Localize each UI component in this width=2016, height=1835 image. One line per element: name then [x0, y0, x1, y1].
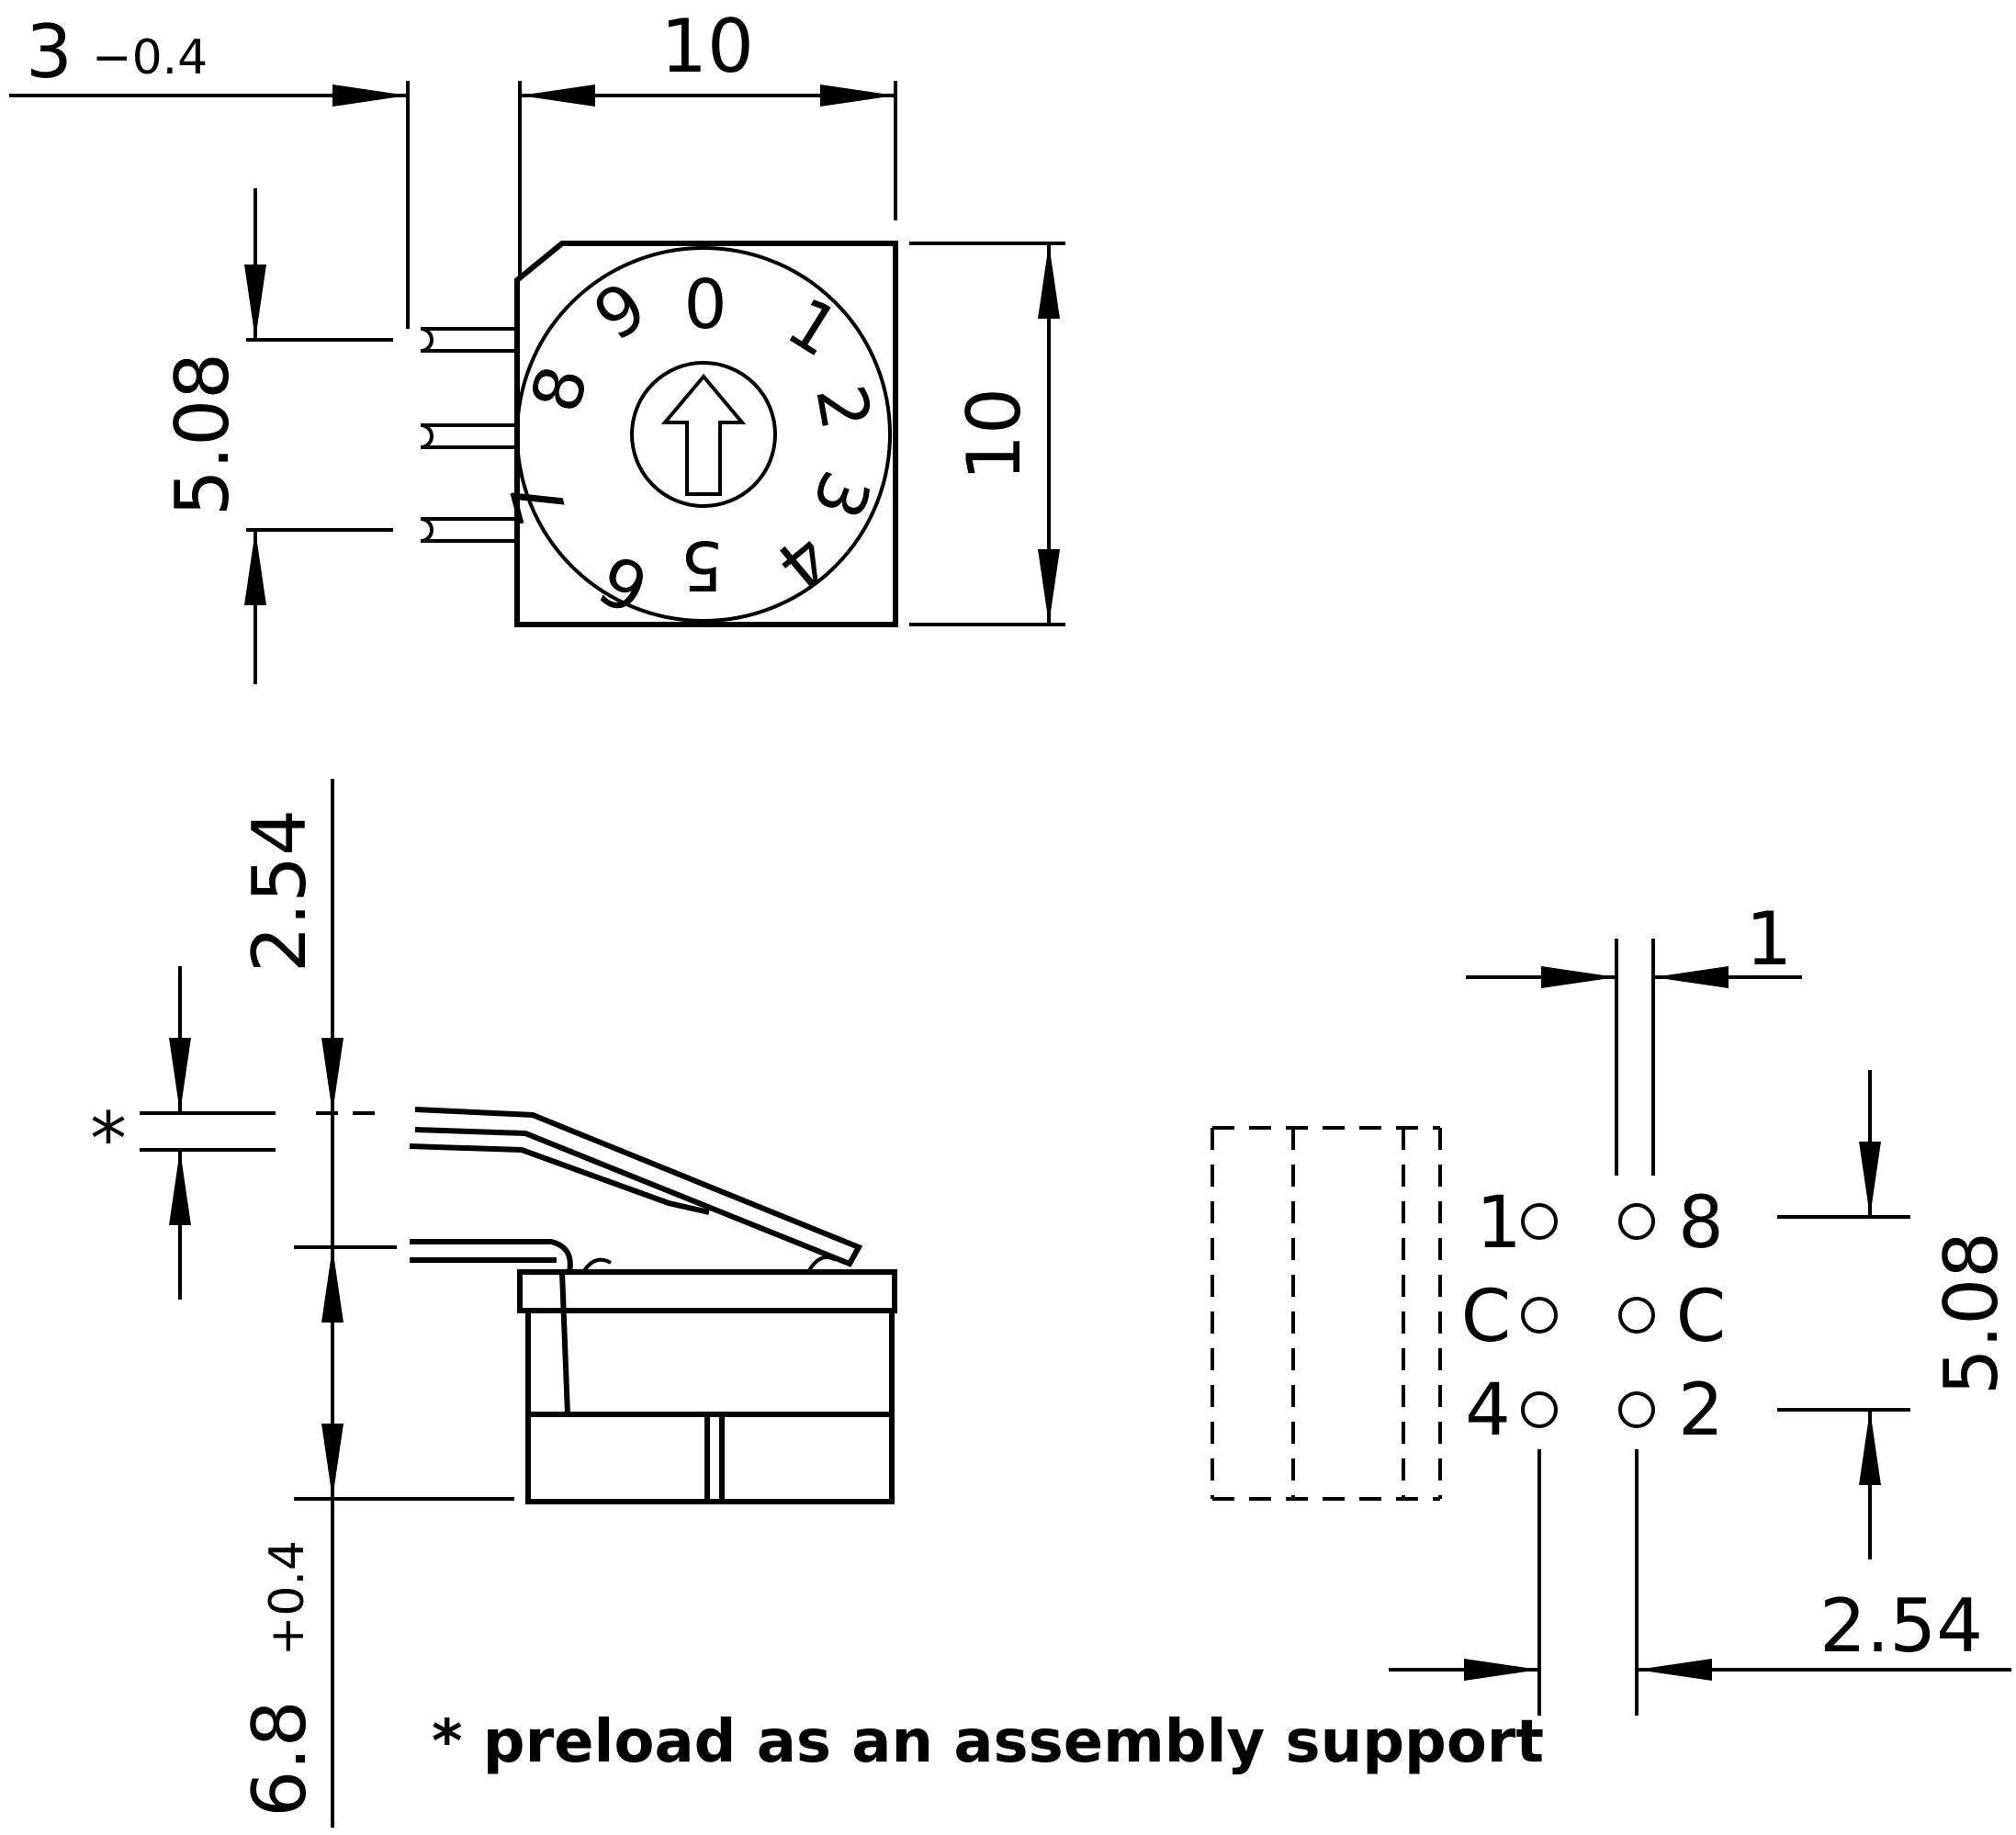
dial-number-8: 8: [516, 358, 603, 421]
dial-number-1: 1: [773, 283, 852, 373]
dim-body-width: 10: [660, 4, 754, 89]
top-view: 0 1 2 3 4 5 6 7 8 9 3 −0.4 10 10: [9, 4, 1065, 684]
pin-label-c-right: C: [1676, 1276, 1726, 1358]
dim-body-height: 10: [952, 388, 1037, 481]
footprint-hole-c-right: [1618, 1297, 1655, 1334]
pin-label-8: 8: [1678, 1182, 1724, 1265]
side-body-top-layer: [517, 1269, 897, 1313]
switch-body-outline: [514, 241, 898, 627]
dial-number-5: 5: [680, 525, 723, 604]
preload-marker: *: [90, 1097, 127, 1182]
dial-number-2: 2: [800, 379, 885, 435]
preload-note: * preload as an assembly support: [432, 1708, 1544, 1776]
dial-number-4: 4: [760, 517, 844, 605]
dial-number-3: 3: [796, 461, 885, 529]
dim-side-height-tolerance: +0.4: [260, 1540, 315, 1656]
side-lead-middle: [409, 1143, 710, 1215]
dim-lead-length: 3: [26, 9, 73, 95]
dim-row-pitch: 5.08: [1929, 1232, 2014, 1395]
footprint-hole-c-left: [1521, 1297, 1558, 1334]
rotary-dial: [515, 246, 892, 623]
footprint-hole-1: [1521, 1203, 1558, 1240]
dial-number-9: 9: [580, 267, 661, 356]
dim-side-height: 6.8: [237, 1700, 322, 1817]
arrow-up-icon: [660, 373, 747, 496]
dial-number-7: 7: [496, 471, 583, 534]
side-lead-upper: [414, 1107, 863, 1267]
dim-col-pitch: 2.54: [1819, 1583, 1983, 1669]
pin-middle: [420, 423, 517, 449]
dial-hub: [630, 361, 777, 508]
pin-label-4: 4: [1465, 1369, 1511, 1452]
dim-side-pitch: 2.54: [237, 809, 322, 973]
pin-top: [420, 327, 517, 353]
pin-label-c-left: C: [1461, 1276, 1511, 1358]
side-view: 2.54 6.8 +0.4 *: [90, 779, 897, 1828]
dial-number-0: 0: [683, 265, 726, 344]
pin-label-2: 2: [1678, 1369, 1724, 1452]
footprint-view: 1 8 C C 4 2 1 5.08 2.54: [1211, 896, 2014, 1716]
footprint-hole-8: [1618, 1203, 1655, 1240]
side-lead-lower: [410, 1239, 573, 1273]
pin-bottom: [420, 517, 517, 543]
dim-pin-pitch: 5.08: [160, 353, 245, 516]
dim-hole-diameter: 1: [1746, 896, 1793, 982]
footprint-hole-2: [1618, 1391, 1655, 1428]
dim-lead-tolerance: −0.4: [92, 30, 208, 85]
footprint-hole-4: [1521, 1391, 1558, 1428]
pin-label-1: 1: [1476, 1182, 1522, 1265]
